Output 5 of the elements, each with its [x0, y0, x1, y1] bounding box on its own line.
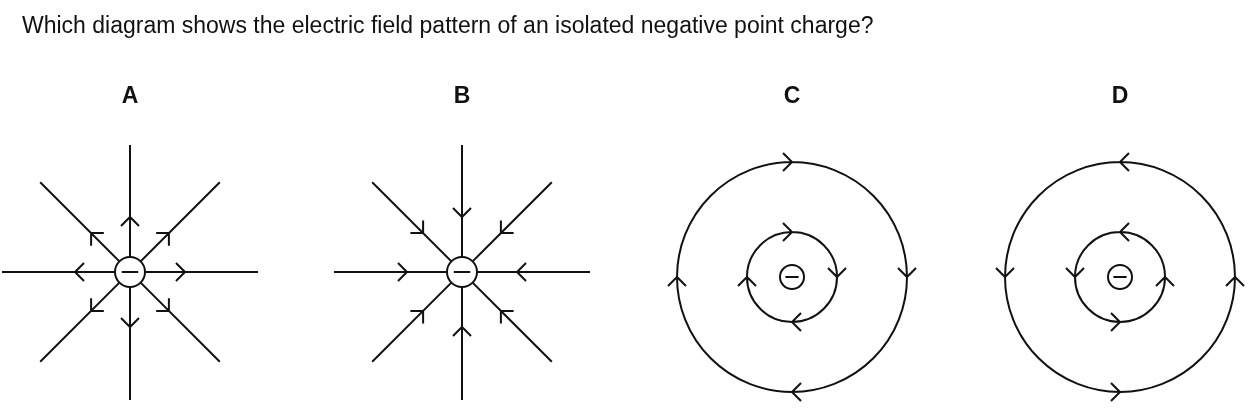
option-letter: D: [1110, 82, 1130, 109]
question-text: Which diagram shows the electric field pattern of an isolated negative point charge?: [22, 12, 874, 39]
option-letter: A: [120, 82, 140, 109]
option-letter: B: [452, 82, 472, 109]
option-letter: C: [782, 82, 802, 109]
